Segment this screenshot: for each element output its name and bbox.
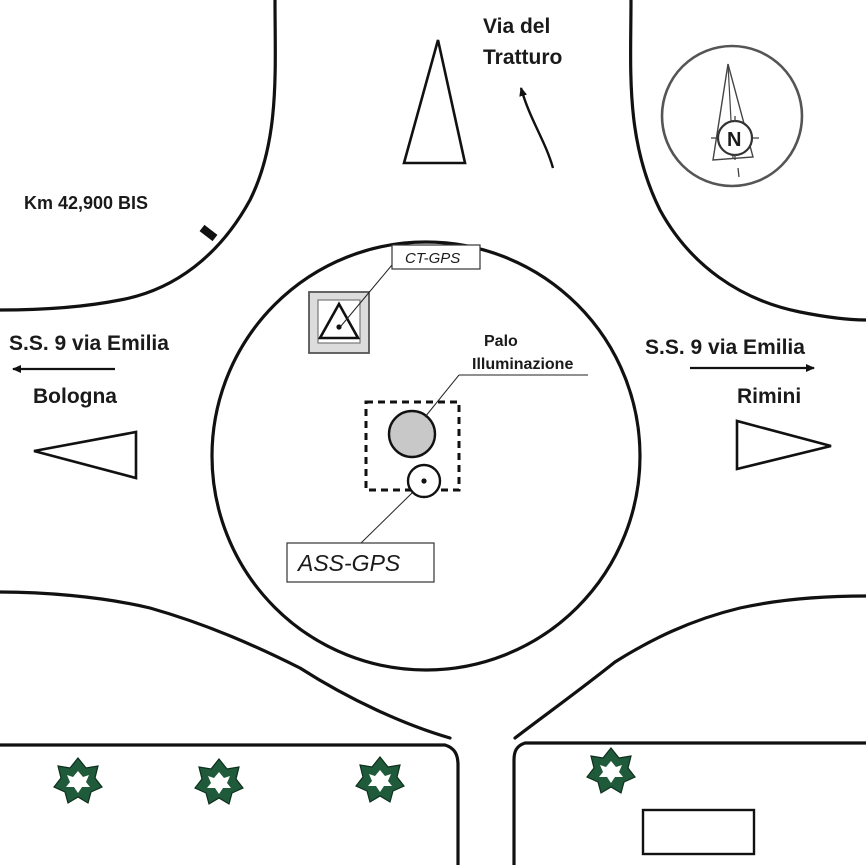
light-pole-area	[364, 400, 461, 492]
tree-icon	[53, 757, 103, 804]
ct-gps-label: CT-GPS	[405, 250, 460, 267]
west-direction: Bologna	[33, 385, 117, 408]
arrow-to-via-del-tratturo	[519, 87, 555, 169]
ct-gps-label-box	[391, 244, 481, 270]
ass-gps-label-box	[286, 542, 435, 583]
light-pole-label-line2: Illuminazione	[472, 356, 573, 373]
north-compass-icon: N	[660, 44, 804, 188]
traffic-island-east	[735, 419, 832, 471]
road-edge-south-left	[0, 743, 460, 865]
traffic-island-north	[402, 39, 467, 165]
ct-gps-marker	[308, 291, 370, 354]
road-edge-northwest	[0, 0, 277, 312]
km-marker-post	[199, 224, 218, 242]
north-label: N	[727, 129, 741, 151]
west-road-name: S.S. 9 via Emilia	[9, 332, 169, 355]
road-edge-south-right	[512, 741, 866, 865]
roundabout-central-island	[210, 240, 642, 672]
ass-gps-label: ASS-GPS	[296, 550, 401, 576]
road-edge-southwest	[0, 590, 452, 740]
road-edge-northeast	[629, 0, 866, 322]
east-road-name: S.S. 9 via Emilia	[645, 336, 805, 359]
ass-gps-marker-dot	[421, 478, 427, 484]
traffic-island-west	[33, 430, 138, 480]
km-marker-label: Km 42,900 BIS	[24, 193, 148, 213]
tree-icon	[194, 758, 244, 805]
road-edge-southeast	[513, 594, 866, 740]
light-pole-icon	[387, 409, 437, 459]
east-direction: Rimini	[737, 385, 801, 408]
top-road-name-line2: Tratturo	[483, 46, 562, 69]
ct-gps-leader-line	[340, 264, 393, 327]
building-rectangle	[641, 808, 756, 856]
tree-icon	[586, 747, 636, 794]
tree-icon	[355, 756, 405, 803]
light-pole-leader-line	[424, 374, 460, 418]
light-pole-label-line1: Palo	[484, 333, 518, 350]
top-road-name-line1: Via del	[483, 15, 550, 38]
ass-gps-leader-line	[360, 492, 413, 544]
